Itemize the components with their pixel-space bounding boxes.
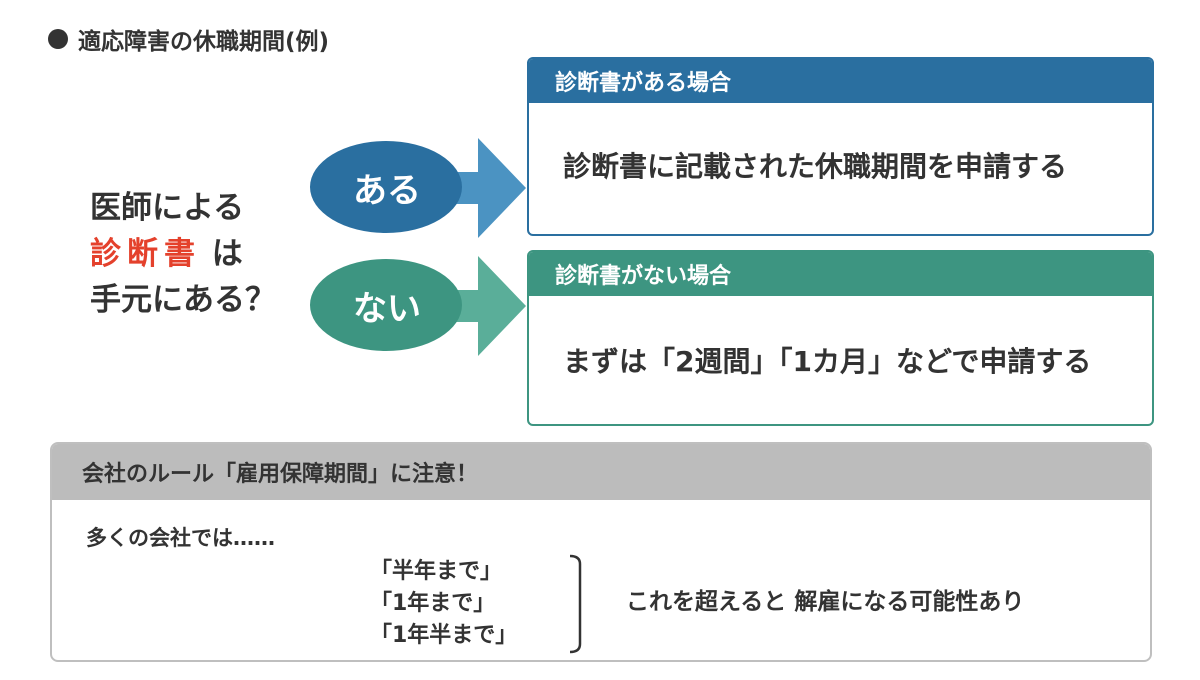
bracket-icon: [569, 554, 582, 654]
notice-title: 会社のルール「雇用保障期間」に注意！: [52, 444, 1150, 500]
heading: 適応障害の休職期間(例): [48, 22, 329, 56]
heading-text: 適応障害の休職期間(例): [78, 29, 330, 55]
branch-body-yes: 診断書に記載された休職期間を申請する: [563, 150, 1068, 183]
question-line-1: 医師による: [90, 190, 245, 226]
question-highlight: 診断書: [90, 236, 201, 272]
branch-header-no: 診断書がない場合: [529, 252, 1152, 296]
notice-outcome: これを超えると 解雇になる可能性あり: [626, 589, 1025, 615]
term-item: 「1年半まで」: [370, 623, 518, 648]
arrow-yes: ある: [300, 132, 540, 252]
arrow-no: ない: [300, 250, 540, 370]
question-line-2: 診断書 は: [90, 231, 276, 277]
term-item: 「半年まで」: [370, 559, 503, 584]
answer-no: ない: [353, 288, 421, 329]
answer-yes: ある: [353, 170, 421, 211]
branch-box-yes: 診断書がある場合 診断書に記載された休職期間を申請する: [527, 57, 1154, 236]
notice-terms: 「半年まで」 「1年まで」 「1年半まで」: [370, 556, 517, 652]
branch-header-yes: 診断書がある場合: [529, 59, 1152, 103]
arrow-yes-shape: [310, 138, 526, 238]
branch-body-no: まずは「2週間」「1カ月」などで申請する: [563, 345, 1092, 378]
question-line-3: 手元にある？: [90, 282, 276, 318]
arrow-no-shape: [310, 256, 526, 356]
term-item: 「1年まで」: [370, 591, 496, 616]
question-line-2-suffix: は: [211, 236, 243, 272]
notice-box: 会社のルール「雇用保障期間」に注意！ 多くの会社では…… 「半年まで」 「1年ま…: [50, 442, 1152, 662]
notice-intro: 多くの会社では……: [86, 526, 275, 550]
bullet-icon: [48, 29, 68, 49]
question: 医師による 診断書 は 手元にある？: [90, 185, 276, 323]
branch-box-no: 診断書がない場合 まずは「2週間」「1カ月」などで申請する: [527, 250, 1154, 426]
